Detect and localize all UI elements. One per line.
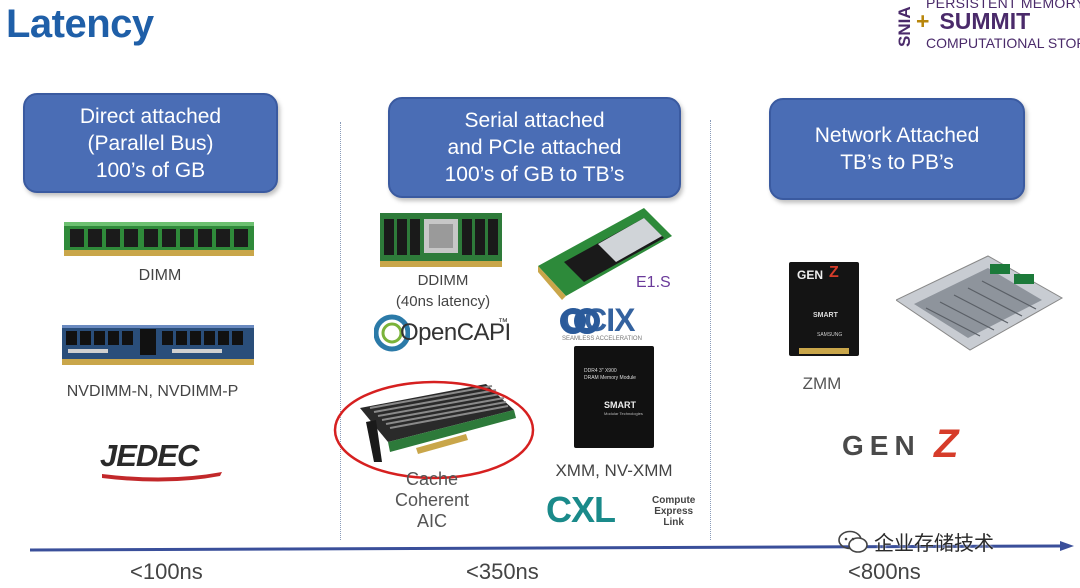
zmm-card-smart: SMART xyxy=(813,312,838,319)
watermark: 企业存储技术 xyxy=(838,527,994,556)
slide-title: Latency xyxy=(6,2,154,46)
jedec-swoosh-icon xyxy=(102,472,222,482)
nvdimm-module-image xyxy=(62,325,254,365)
heading-line: 100’s of GB to TB’s xyxy=(444,163,625,186)
xmm-card-line: DDR4 3" X900 xyxy=(584,368,617,374)
e1s-label: E1.S xyxy=(636,274,671,291)
ccix-link-icon xyxy=(560,308,600,334)
xmm-card-line: DRAM Memory Module xyxy=(584,375,636,381)
jedec-logo: JEDEC xyxy=(98,438,238,482)
latency-label-100ns: <100ns xyxy=(130,559,203,584)
xmm-card-smart: SMART xyxy=(604,400,636,410)
zmm-card-gen: GEN xyxy=(797,268,824,282)
heading-line: 100’s of GB xyxy=(95,158,206,182)
zmm-card-samsung: SAMSUNG xyxy=(817,332,843,338)
heading-line: TB’s to PB’s xyxy=(840,151,954,174)
opencapi-text: OpenCAPI xyxy=(400,319,511,346)
logo-plus: + xyxy=(916,8,930,34)
column-divider-right xyxy=(710,120,711,540)
logo-line-computational-storage: COMPUTATIONAL STORAGE xyxy=(926,35,1080,51)
heading-serial-pcie-attached: Serial attached and PCIe attached 100’s … xyxy=(388,97,681,198)
zmm-card-z: Z xyxy=(829,264,839,281)
ddimm-label: DDIMM (40ns latency) xyxy=(380,270,506,312)
e1s-ssd-image xyxy=(538,208,672,300)
heading-direct-attached: Direct attached (Parallel Bus) 100’s of … xyxy=(23,93,278,193)
ddimm-label-line: DDIMM xyxy=(417,272,469,289)
jedec-text: JEDEC xyxy=(100,438,199,473)
xmm-label: XMM, NV-XMM xyxy=(555,461,673,480)
cache-coherent-aic-image xyxy=(360,384,516,462)
zmm-edge-connector xyxy=(799,348,849,354)
heading-network-attached: Network Attached TB’s to PB’s xyxy=(769,98,1025,200)
logo-summit: SUMMIT xyxy=(939,8,1031,34)
logo-line-persistent-memory: PERSISTENT MEMORY xyxy=(926,0,1080,11)
cache-aic-line: Cache xyxy=(405,469,459,489)
heading-line: (Parallel Bus) xyxy=(87,131,214,155)
cxl-text: CXL xyxy=(546,489,616,530)
cache-aic-line: AIC xyxy=(416,511,447,531)
ccix-text: CCIX xyxy=(562,302,635,338)
xmm-module-image: DDR4 3" X900 DRAM Memory Module SMART Mo… xyxy=(574,346,654,448)
snia-summit-logo: SNIA PERSISTENT MEMORY + SUMMIT COMPUTATI… xyxy=(890,0,1080,54)
logo-line-summit: + SUMMIT xyxy=(916,8,1030,35)
latency-timeline-arrow xyxy=(30,541,1074,552)
genz-logo: GEN Z xyxy=(842,422,982,468)
cache-aic-line: Coherent xyxy=(394,490,470,510)
heading-line: Serial attached xyxy=(464,109,605,132)
xmm-card-line: Modular Technologies xyxy=(604,411,643,416)
opencapi-trademark: ™ xyxy=(498,317,508,328)
column-divider-left xyxy=(340,122,341,540)
cxl-sub-line: Express xyxy=(654,506,694,517)
ddimm-label-line: (40ns latency) xyxy=(395,293,491,310)
zmm-module-image: GEN Z SMART SAMSUNG xyxy=(789,262,859,356)
opencapi-logo: OpenCAPI ™ xyxy=(374,313,514,353)
cache-coherent-aic-label: Cache Coherent AIC xyxy=(372,469,492,532)
genz-text: GEN xyxy=(842,430,921,461)
wechat-icon xyxy=(838,530,868,553)
ddimm-module-image xyxy=(380,213,502,267)
latency-label-350ns: <350ns xyxy=(466,559,539,584)
genz-z: Z xyxy=(934,422,959,466)
cxl-subtitle: Compute Express Link xyxy=(652,495,695,528)
opencapi-ring-icon xyxy=(374,314,410,352)
ccix-logo: CCIX SEAMLESS ACCELERATION xyxy=(560,302,664,344)
nvdimm-label: NVDIMM-N, NVDIMM-P xyxy=(66,383,239,400)
dimm-label: DIMM xyxy=(138,267,182,284)
genz-chassis-image xyxy=(896,255,1064,351)
heading-line: Network Attached xyxy=(814,124,980,147)
watermark-text: 企业存储技术 xyxy=(874,533,994,555)
heading-line: Direct attached xyxy=(79,104,222,128)
heading-line: and PCIe attached xyxy=(447,136,622,159)
latency-label-800ns: <800ns xyxy=(848,559,921,584)
logo-snia: SNIA xyxy=(895,6,914,48)
cxl-sub-line: Link xyxy=(663,517,684,528)
cxl-logo: CXL Compute Express Link xyxy=(546,489,710,530)
cxl-sub-line: Compute xyxy=(652,495,696,506)
zmm-label: ZMM xyxy=(802,374,842,393)
dimm-module-image xyxy=(64,222,254,256)
ccix-tagline: SEAMLESS ACCELERATION xyxy=(562,336,642,342)
highlight-circle-icon xyxy=(333,380,535,480)
